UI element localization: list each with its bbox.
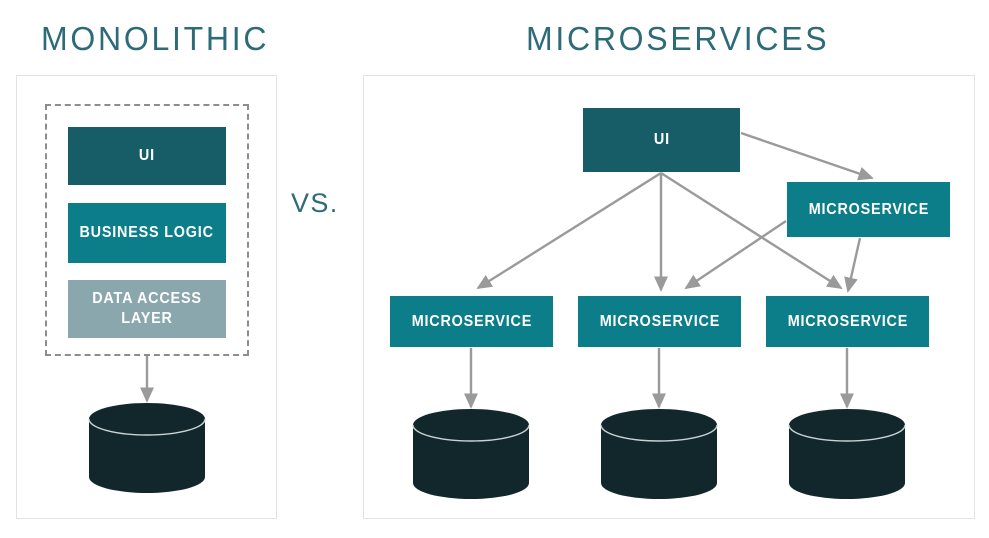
monolith-application-boundary bbox=[45, 104, 249, 356]
vs-divider-label: VS. bbox=[291, 188, 339, 218]
microservices-ui-box[interactable]: UI bbox=[583, 108, 740, 172]
microservice-box-bottom-right[interactable]: MICROSERVICE bbox=[766, 296, 929, 347]
microservice-label-bottom-right: MICROSERVICE bbox=[787, 312, 908, 330]
microservice-label-top-right: MICROSERVICE bbox=[808, 200, 929, 218]
monolith-data-access-layer-label: DATA ACCESS LAYER bbox=[92, 290, 202, 327]
microservice-label-bottom-center: MICROSERVICE bbox=[599, 312, 720, 330]
monolith-business-logic-label: BUSINESS LOGIC bbox=[79, 224, 215, 242]
microservice-label-bottom-left: MICROSERVICE bbox=[411, 312, 532, 330]
microservice-box-bottom-left[interactable]: MICROSERVICE bbox=[390, 296, 553, 347]
microservices-title: MICROSERVICES bbox=[526, 20, 830, 57]
monolith-business-logic-box[interactable]: BUSINESS LOGIC bbox=[68, 203, 226, 263]
microservice-box-bottom-center[interactable]: MICROSERVICE bbox=[578, 296, 741, 347]
microservices-ui-label: UI bbox=[653, 131, 670, 149]
monolith-ui-label: UI bbox=[138, 147, 155, 165]
monolith-data-access-layer-box[interactable]: DATA ACCESS LAYER bbox=[68, 280, 226, 338]
microservice-box-top-right[interactable]: MICROSERVICE bbox=[787, 182, 950, 237]
monolith-ui-box[interactable]: UI bbox=[68, 127, 226, 185]
monolithic-title: MONOLITHIC bbox=[41, 20, 270, 57]
